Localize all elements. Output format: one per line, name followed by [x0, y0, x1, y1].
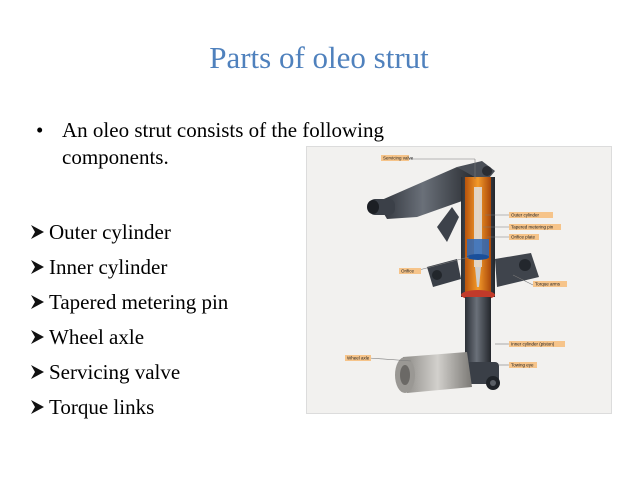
arrow-bullet-icon — [31, 364, 44, 379]
arrow-bullet-icon — [31, 259, 44, 274]
wheel-axle-label: Wheel axle — [347, 356, 370, 361]
tapered-metering-pin-label: Tapered metering pin — [511, 225, 554, 230]
orifice-plate-label: Orifice plate — [511, 235, 536, 240]
inner-cylinder-label: Inner cylinder (piston) — [511, 342, 555, 347]
arrow-bullet-icon — [31, 329, 44, 344]
list-item-label: Inner cylinder — [49, 254, 168, 279]
towing-eye-label: Towing eye — [511, 363, 534, 368]
list-item: Wheel axle — [30, 319, 228, 354]
list-item: Outer cylinder — [30, 214, 228, 249]
orifice-label: Orifice — [401, 269, 414, 274]
oleo-strut-drawing: Servicing valve Outer cylinder Tapered m… — [345, 155, 567, 393]
component-list: Outer cylinder Inner cylinder Tapered me… — [30, 214, 228, 424]
bullet-dot: • — [36, 118, 44, 142]
intro-text: An oleo strut consists of the following … — [62, 118, 384, 169]
outer-cylinder-label: Outer cylinder — [511, 213, 540, 218]
list-item-label: Wheel axle — [49, 324, 145, 349]
list-item: Tapered metering pin — [30, 284, 228, 319]
list-item: Torque links — [30, 389, 228, 424]
list-item: Servicing valve — [30, 354, 228, 389]
intro-bullet: • An oleo strut consists of the followin… — [36, 117, 476, 171]
list-item-label: Servicing valve — [49, 359, 181, 384]
arrow-bullet-icon — [31, 399, 44, 414]
arrow-bullet-icon — [31, 294, 44, 309]
slide-title: Parts of oleo strut — [209, 40, 429, 75]
oleo-strut-illustration: Servicing valve Outer cylinder Tapered m… — [306, 146, 612, 414]
arrow-bullet-icon — [31, 224, 44, 239]
servicing-valve-label: Servicing valve — [383, 156, 414, 161]
list-item-label: Torque links — [49, 394, 155, 419]
list-item: Inner cylinder — [30, 249, 228, 284]
torque-arms-label: Torque arms — [535, 282, 561, 287]
list-item-label: Outer cylinder — [49, 219, 171, 244]
list-item-label: Tapered metering pin — [49, 289, 229, 314]
